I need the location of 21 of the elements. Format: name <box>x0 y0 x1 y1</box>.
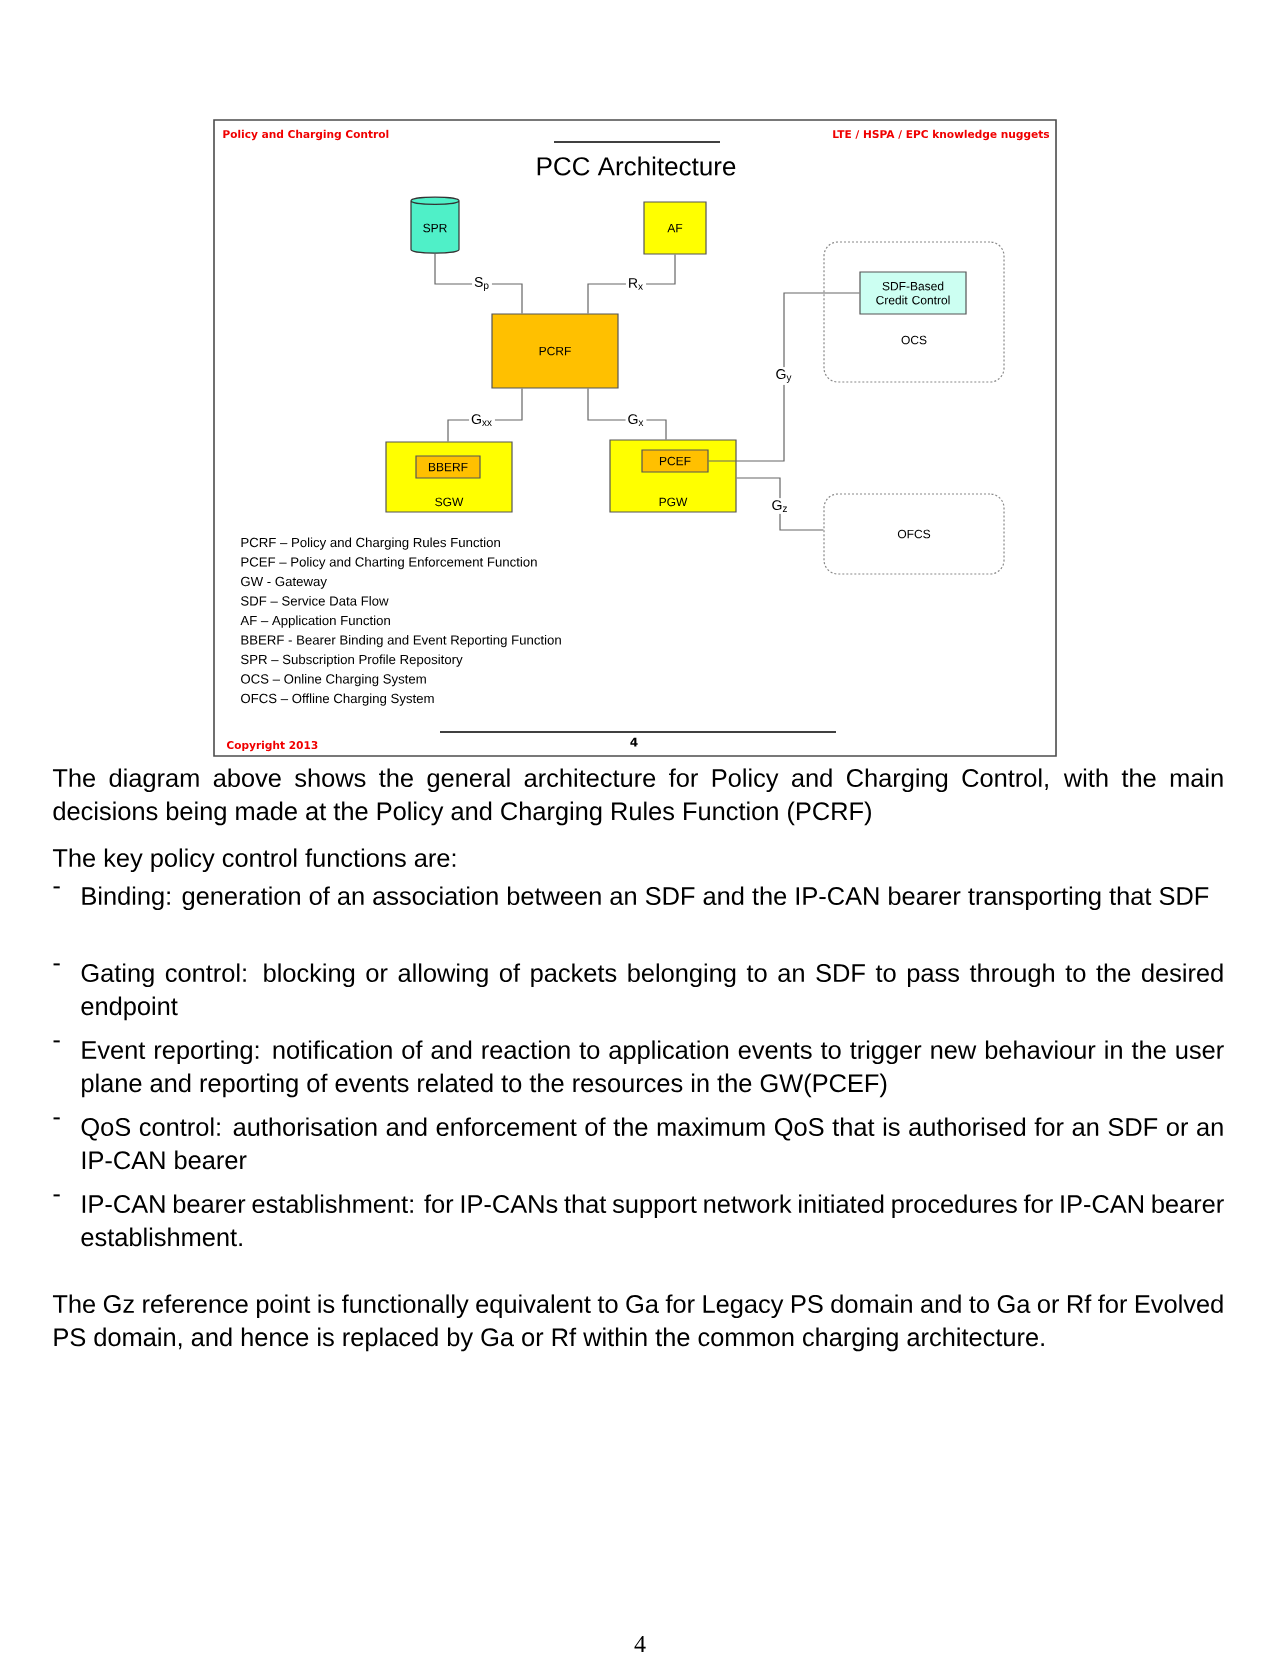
connector-line <box>708 292 860 462</box>
body-text: The key policy control functions are: <box>52 848 456 873</box>
bullet-item: Binding: generation of an association between an SDF and the IP-CAN bearer transporting that SDF <box>82 886 1209 911</box>
bullet-dash: - <box>53 886 60 889</box>
bullet-item: Gating control: blocking or allowing of packets belonging to an SDF to pass through to the desired endpoint <box>81 963 1223 1021</box>
bullet-item: QoS control: authorisation and enforcement of the maximum QoS that is authorised for an SDF or an IP-CAN bearer <box>81 1117 1223 1170</box>
connector-line <box>587 254 676 314</box>
bullet-dash: - <box>53 1040 60 1043</box>
bullet-dash: - <box>53 1117 60 1120</box>
bullet-dash: - <box>53 963 60 966</box>
body-text: The Gz reference point is functionally equivalent to Ga for Legacy PS domain and to Ga or Rf for Evolved PS domain, and hence is replaced by Ga or Rf within the common charging architecture. <box>52 1294 1223 1352</box>
bullet-item: IP-CAN bearer establishment: for IP-CANs that support network initiated procedures for IP-CAN bearer establishment. <box>81 1194 1224 1247</box>
bullet-item: Event reporting: notification of and reaction to application events to trigger new behaviour in the user plane and reporting of events related to the resources in the GW(PCEF) <box>82 1040 1224 1098</box>
body-text: The diagram above shows the general architecture for Policy and Charging Control, with the main decisions being made at the Policy and Charging Rules Function (PCRF) <box>52 768 1223 826</box>
bullet-dash: - <box>53 1194 60 1197</box>
slide-title: PCC Architecture <box>537 156 736 176</box>
page-number: 4 <box>634 1636 646 1652</box>
connector-line <box>587 388 667 440</box>
connector-line <box>447 388 523 442</box>
connector-line <box>434 253 523 314</box>
connector-line <box>736 477 824 531</box>
